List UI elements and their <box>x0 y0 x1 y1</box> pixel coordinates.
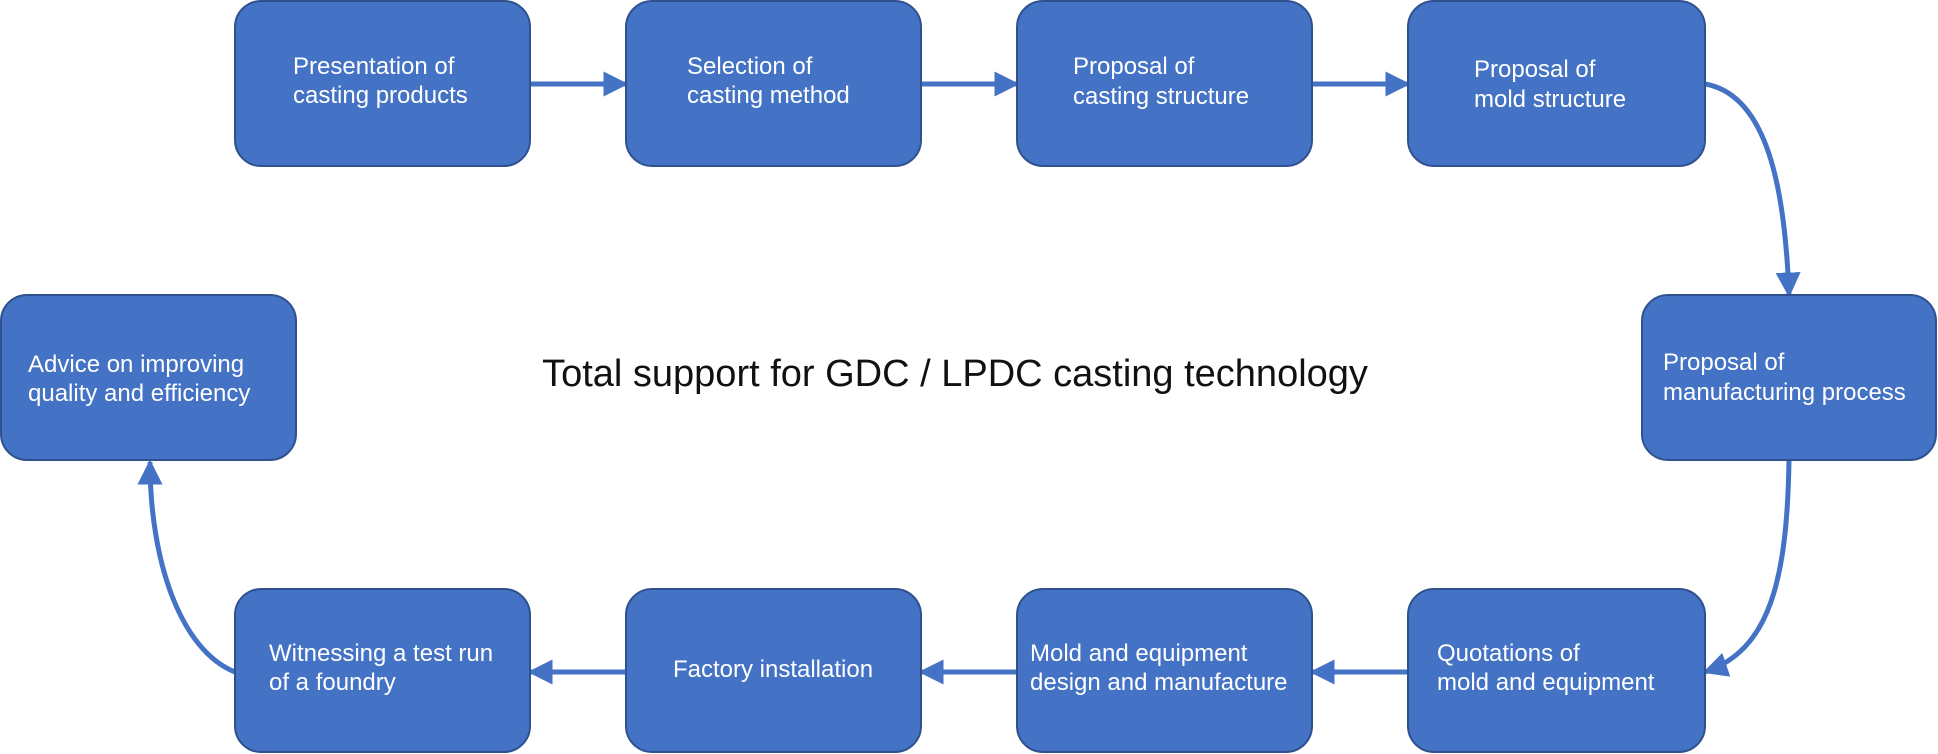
step-s1-line-1: Presentation of <box>293 53 455 80</box>
step-s10-line-1: Advice on improving <box>28 351 244 378</box>
step-s9-line-2: of a foundry <box>269 669 396 696</box>
step-s4-line-2: mold structure <box>1474 86 1626 113</box>
step-box-s9-shape <box>234 588 531 753</box>
step-box-s4-shape <box>1407 0 1706 167</box>
step-s5-line-1: Proposal of <box>1663 349 1785 376</box>
step-s5-line-2: manufacturing process <box>1663 379 1906 406</box>
arrow-s5-to-s6 <box>1702 459 1792 677</box>
step-box-s5-shape <box>1641 294 1937 461</box>
step-box-s1-shape <box>234 0 531 167</box>
step-box-s7-shape <box>1016 588 1313 753</box>
step-s4-line-1: Proposal of <box>1474 56 1596 83</box>
step-s8-line-1: Factory installation <box>673 656 873 683</box>
step-box-s3-shape <box>1016 0 1313 167</box>
flow-arrows <box>137 71 1801 685</box>
step-box-s8-shape <box>625 588 922 753</box>
step-box-s6-shape <box>1407 588 1706 753</box>
step-box-s8: Factory installation <box>625 588 922 753</box>
step-s1-line-2: casting products <box>293 82 468 109</box>
step-s9-line-1: Witnessing a test run <box>269 640 493 667</box>
step-s10-line-2: quality and efficiency <box>28 380 250 407</box>
step-s3-line-2: casting structure <box>1073 83 1249 110</box>
step-box-s2-shape <box>625 0 922 167</box>
step-box-s5: Proposal of manufacturing process <box>1641 294 1937 461</box>
step-s7-line-1: Mold and equipment <box>1030 640 1248 667</box>
svg-text:Factory installation: Factory installation <box>673 656 873 683</box>
step-s6-line-1: Quotations of <box>1437 640 1580 667</box>
step-box-s3: Proposal of casting structure <box>1016 0 1313 167</box>
step-s2-line-1: Selection of <box>687 53 813 80</box>
step-s7-line-2: design and manufacture <box>1030 669 1288 696</box>
step-s2-line-2: casting method <box>687 82 850 109</box>
arrow-s4-to-s5 <box>1704 81 1801 298</box>
step-box-s10-shape <box>0 294 297 461</box>
diagram-center-label: Total support for GDC / LPDC casting tec… <box>542 353 1368 395</box>
arrow-s9-to-s10 <box>137 459 236 675</box>
step-box-s4: Proposal of mold structure <box>1407 0 1706 167</box>
step-s6-line-2: mold and equipment <box>1437 669 1655 696</box>
step-s3-line-1: Proposal of <box>1073 53 1195 80</box>
